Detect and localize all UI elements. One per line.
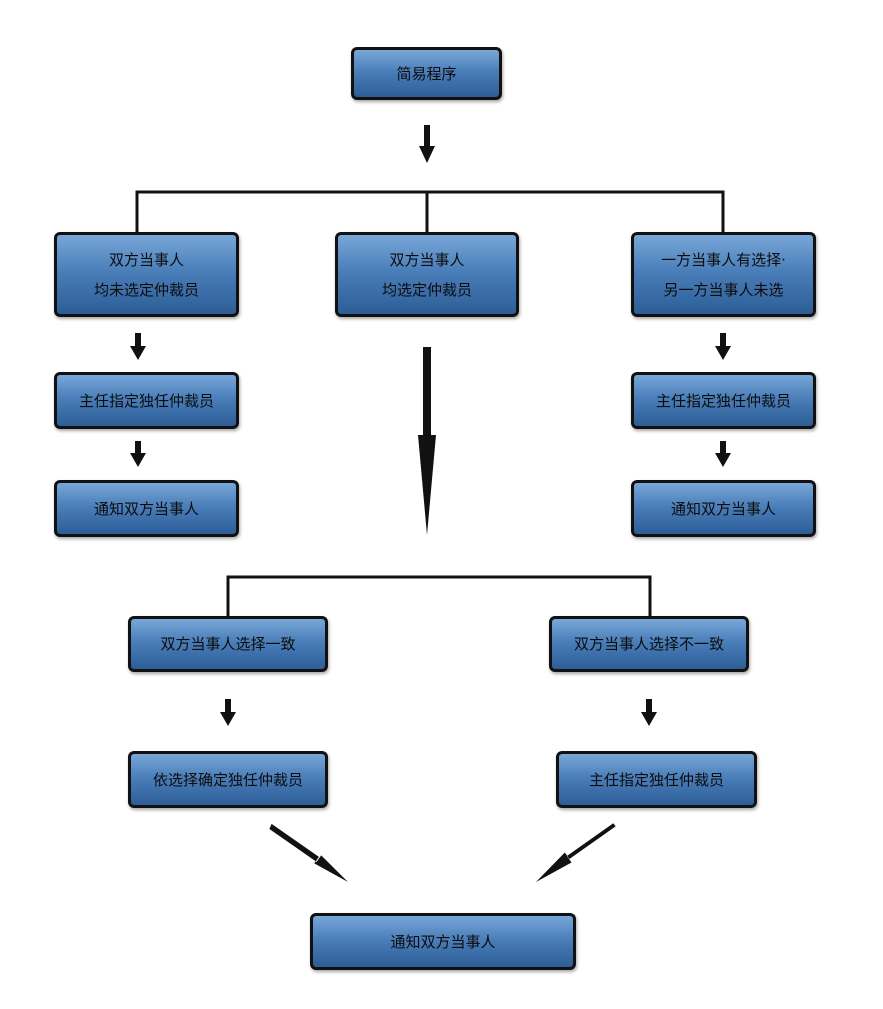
arrow-right-1 <box>715 333 731 360</box>
branch-a-label-line2: 均未选定仲裁员 <box>93 280 199 299</box>
disagree-step-label: 主任指定独任仲裁员 <box>588 770 724 789</box>
root-node: 简易程序 <box>351 47 502 100</box>
branch-c-label-line1: 一方当事人有选择· <box>661 250 786 269</box>
arrow-diag-left <box>269 823 348 882</box>
agree-node: 双方当事人选择一致 <box>128 616 328 672</box>
branch-a-node: 双方当事人 均未选定仲裁员 <box>54 232 239 317</box>
root-label: 简易程序 <box>396 64 457 83</box>
branch-b-label-line1: 双方当事人 <box>389 250 465 269</box>
agree-step-node: 依选择确定独任仲裁员 <box>128 751 328 808</box>
disagree-label: 双方当事人选择不一致 <box>573 635 724 653</box>
final-label: 通知双方当事人 <box>390 932 496 951</box>
arrow-disagree-down <box>641 699 657 726</box>
disagree-step-node: 主任指定独任仲裁员 <box>556 751 757 808</box>
branch-b-node: 双方当事人 均选定仲裁员 <box>335 232 519 317</box>
branch-c-step2-node: 通知双方当事人 <box>631 480 816 537</box>
branch-c-label-line2: 另一方当事人未选 <box>663 280 784 299</box>
arrow-diag-right <box>536 823 616 882</box>
agree-step-label: 依选择确定独任仲裁员 <box>152 770 303 789</box>
arrow-left-1 <box>130 333 146 360</box>
branch-a-step1-node: 主任指定独任仲裁员 <box>54 372 239 429</box>
branch-c-node: 一方当事人有选择· 另一方当事人未选 <box>631 232 816 317</box>
final-node: 通知双方当事人 <box>310 913 576 970</box>
branch-c-step1-label: 主任指定独任仲裁员 <box>655 391 791 410</box>
branch-b-label-line2: 均选定仲裁员 <box>381 280 472 299</box>
branch-c-step2-label: 通知双方当事人 <box>670 499 776 518</box>
branch-lines <box>135 190 725 617</box>
agree-label: 双方当事人选择一致 <box>160 635 296 653</box>
branch-c-step1-node: 主任指定独任仲裁员 <box>631 372 816 429</box>
branch-a-step2-label: 通知双方当事人 <box>93 499 199 518</box>
arrow-left-2 <box>130 441 146 467</box>
arrow-root-down <box>419 125 435 163</box>
branch-a-step2-node: 通知双方当事人 <box>54 480 239 537</box>
branch-a-step1-label: 主任指定独任仲裁员 <box>78 391 214 410</box>
arrow-agree-down <box>220 699 236 726</box>
arrow-center-long <box>418 347 436 535</box>
arrows <box>130 125 731 882</box>
disagree-node: 双方当事人选择不一致 <box>549 616 749 672</box>
arrow-right-2 <box>715 441 731 467</box>
branch-a-label-line1: 双方当事人 <box>108 250 184 269</box>
